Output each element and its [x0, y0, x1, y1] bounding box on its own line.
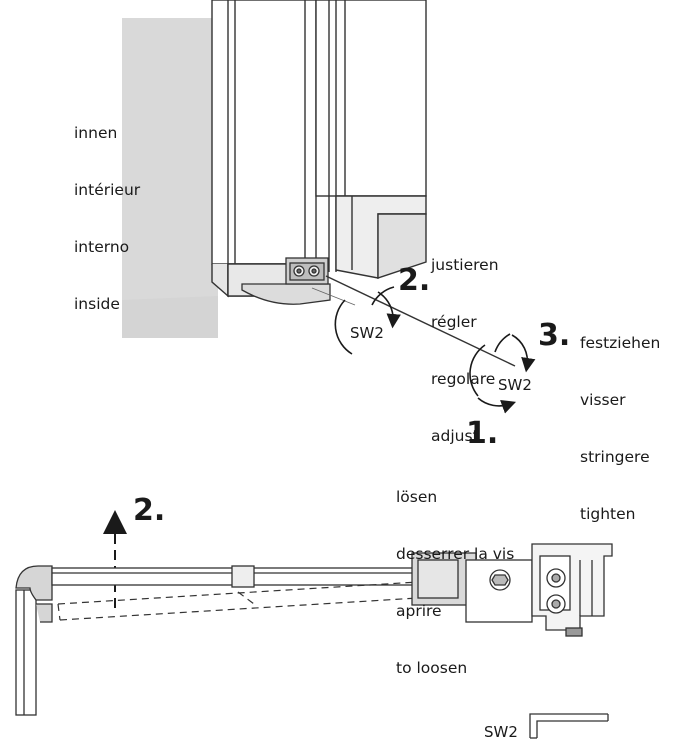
label-adjust: justieren régler regolare adjust — [431, 256, 499, 445]
tool-size-hex-key: SW2 — [484, 723, 518, 741]
label-inside: innen intérieur interno inside — [74, 124, 141, 313]
door-profile-left — [211, 0, 317, 298]
step-2-lift: 2. — [133, 493, 166, 528]
bottom-fitting — [241, 257, 331, 305]
step-1-loosen: 1. — [466, 416, 499, 451]
hinge-plan-view — [15, 565, 53, 716]
step-2-adjust: 2. — [398, 263, 431, 298]
guide-line-thin — [311, 287, 356, 306]
hex-key-icon — [529, 713, 609, 739]
door-profile-right — [315, 0, 427, 279]
label-tighten: festziehen visser stringere tighten — [580, 334, 661, 523]
guide-line — [325, 275, 516, 367]
wall-panel — [122, 18, 218, 338]
tool-size-adjust: SW2 — [350, 324, 384, 342]
glass-panel-tilted — [57, 581, 419, 621]
fitting-plan-view — [411, 543, 613, 637]
rotation-arc-tighten — [469, 333, 536, 414]
rotation-arc-adjust — [334, 286, 401, 355]
step-3-tighten: 3. — [538, 318, 571, 353]
tool-size-tighten: SW2 — [498, 376, 532, 394]
glass-panel-closed — [51, 565, 419, 588]
wall-shadow — [122, 296, 218, 338]
label-loosen: lösen desserrer la vis aprire to loosen — [396, 488, 515, 677]
